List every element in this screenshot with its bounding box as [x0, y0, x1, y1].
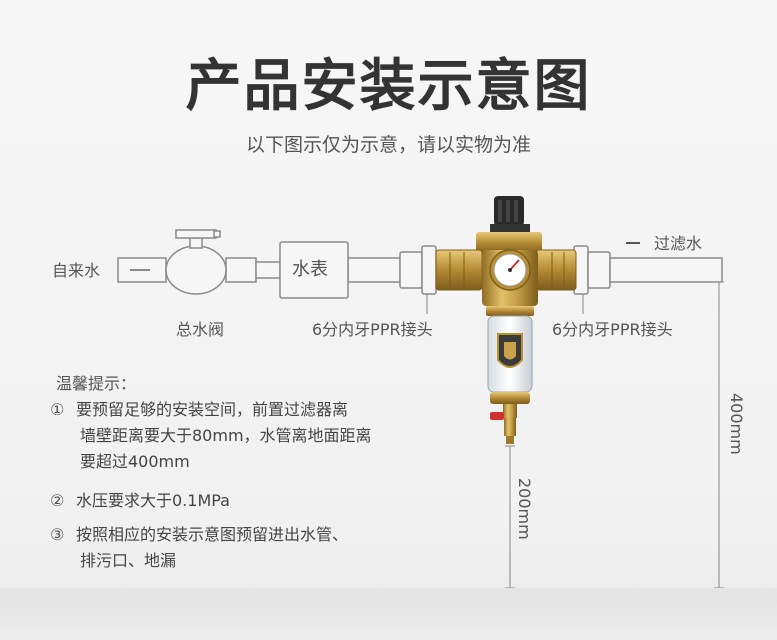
pre-filter: [435, 196, 577, 444]
note-number: ②: [50, 491, 65, 510]
note-item-3: ③ 按照相应的安装示意图预留进出水管、 排污口、地漏: [50, 522, 456, 574]
note-number: ①: [50, 400, 65, 419]
water-meter: [255, 241, 349, 299]
note-line: 水压要求大于0.1MPa: [76, 491, 230, 510]
height-400-dimension: [714, 281, 724, 589]
meter-label: 水表: [292, 259, 328, 280]
valve-label: 总水阀: [176, 320, 225, 339]
note-line: 要预留足够的安装空间，前置过滤器离: [76, 400, 349, 419]
inlet-label: 自来水: [52, 261, 101, 280]
right-connector-label: 6分内牙PPR接头: [552, 320, 673, 339]
note-line: 排污口、地漏: [80, 551, 177, 570]
notes-title: 温馨提示：: [56, 374, 137, 393]
height-200-label: 200mm: [515, 478, 534, 540]
main-valve: [165, 229, 227, 295]
left-connector-label: 6分内牙PPR接头: [312, 320, 433, 339]
note-item-1: ① 要预留足够的安装空间，前置过滤器离 墙壁距离要大于80mm，水管离地面距离 要…: [50, 397, 456, 475]
height-400-label: 400mm: [727, 393, 746, 455]
note-item-2: ② 水压要求大于0.1MPa: [50, 488, 456, 514]
outlet-label: 过滤水: [654, 234, 703, 253]
outlet-pipe: [609, 257, 723, 283]
right-ppr-connector: [573, 245, 611, 295]
page-subtitle: 以下图示仅为示意，请以实物为准: [245, 134, 531, 156]
note-line: 墙壁距离要大于80mm，水管离地面距离: [80, 426, 372, 445]
note-number: ③: [50, 525, 65, 544]
note-line: 要超过400mm: [80, 452, 190, 471]
page-title: 产品安装示意图: [185, 54, 592, 119]
note-line: 按照相应的安装示意图预留进出水管、: [76, 525, 349, 544]
left-ppr-connector: [399, 245, 437, 295]
floor: [0, 588, 777, 640]
